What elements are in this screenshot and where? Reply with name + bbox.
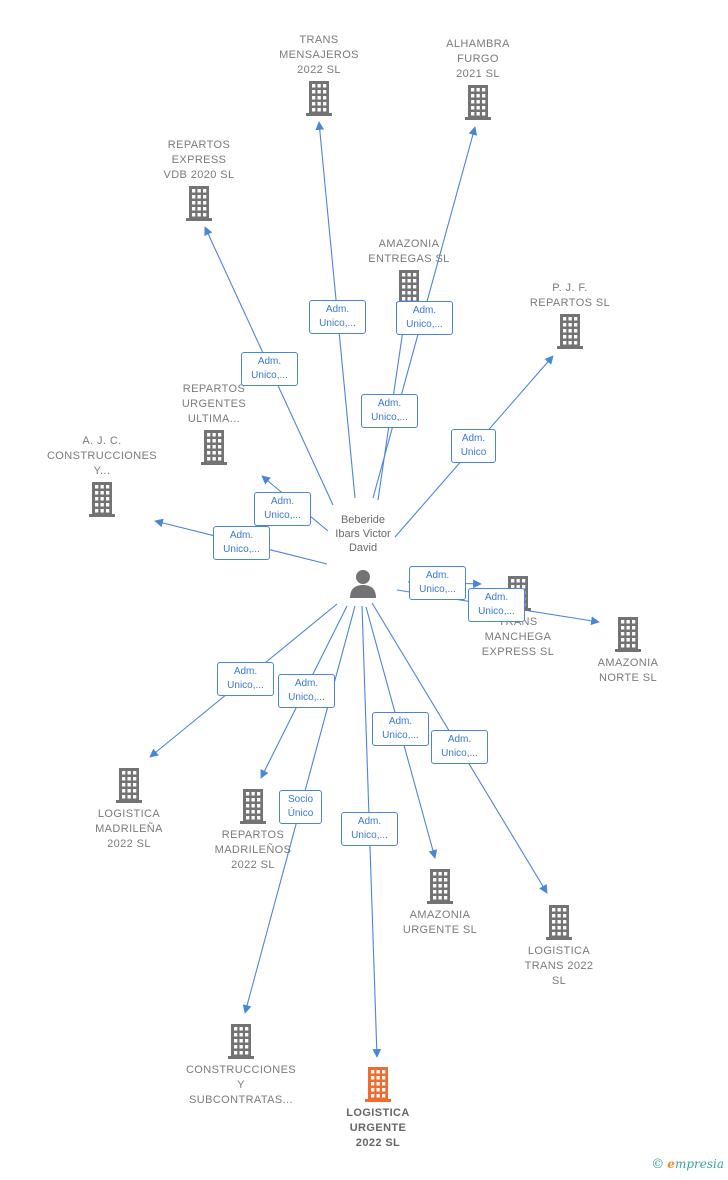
company-name: ALHAMBRA FURGO 2021 SL xyxy=(446,38,510,80)
building-icon xyxy=(306,81,332,116)
building-icon xyxy=(615,617,641,652)
building-icon xyxy=(186,186,212,221)
building-icon xyxy=(201,430,227,465)
company-name: A. J. C. CONSTRUCCIONES Y... xyxy=(46,435,158,477)
company-node-logistica-trans[interactable]: LOGISTICA TRANS 2022 SL xyxy=(489,902,629,989)
edge-label-pjf-repartos[interactable]: Adm. Unico xyxy=(451,429,496,463)
building-icon xyxy=(228,1024,254,1059)
company-node-repartos-express[interactable]: REPARTOS EXPRESS VDB 2020 SL xyxy=(129,138,269,223)
company-name: AMAZONIA NORTE SL xyxy=(597,657,659,684)
building-icon xyxy=(465,85,491,120)
company-name: REPARTOS EXPRESS VDB 2020 SL xyxy=(163,139,235,181)
company-name: CONSTRUCCIONES Y SUBCONTRATAS... xyxy=(185,1064,297,1106)
copyright-icon: © xyxy=(651,1157,665,1172)
company-node-logistica-madrilena[interactable]: LOGISTICA MADRILEÑA 2022 SL xyxy=(59,765,199,852)
company-node-logistica-urgente[interactable]: LOGISTICA URGENTE 2022 SL xyxy=(308,1064,448,1151)
company-name: TRANS MENSAJEROS 2022 SL xyxy=(279,34,359,76)
edge-label-amazonia-norte[interactable]: Adm. Unico,... xyxy=(468,588,525,622)
building-icon xyxy=(396,270,422,305)
company-name: REPARTOS URGENTES ULTIMA... xyxy=(181,383,247,425)
edge-label-logistica-madrilena[interactable]: Adm. Unico,... xyxy=(217,662,274,696)
building-icon xyxy=(365,1067,391,1102)
company-node-construcciones-subcontratas[interactable]: CONSTRUCCIONES Y SUBCONTRATAS... xyxy=(171,1021,311,1108)
edge-label-repartos-express[interactable]: Adm. Unico,... xyxy=(241,352,298,386)
building-icon xyxy=(116,768,142,803)
edge-label-logistica-trans[interactable]: Adm. Unico,... xyxy=(431,730,488,764)
company-node-trans-mensajeros[interactable]: TRANS MENSAJEROS 2022 SL xyxy=(249,33,389,118)
person-name: Beberide Ibars Victor David xyxy=(335,514,391,554)
company-node-alhambra-furgo[interactable]: ALHAMBRA FURGO 2021 SL xyxy=(408,37,548,122)
company-name: LOGISTICA TRANS 2022 SL xyxy=(524,945,594,987)
center-person[interactable]: Beberide Ibars Victor David xyxy=(308,513,418,605)
edge-label-repartos-urgentes[interactable]: Adm. Unico,... xyxy=(254,492,311,526)
company-name: LOGISTICA MADRILEÑA 2022 SL xyxy=(95,808,163,850)
edge-label-trans-mensajeros[interactable]: Adm. Unico,... xyxy=(309,300,366,334)
building-icon xyxy=(427,869,453,904)
building-icon xyxy=(557,314,583,349)
company-name: AMAZONIA ENTREGAS SL xyxy=(368,238,450,265)
company-node-pjf-repartos[interactable]: P. J. F. REPARTOS SL xyxy=(500,281,640,351)
edge-label-alhambra-furgo[interactable]: Adm. Unico,... xyxy=(396,301,453,335)
edge-label-logistica-urgente[interactable]: Adm. Unico,... xyxy=(341,812,398,846)
company-node-repartos-urgentes[interactable]: REPARTOS URGENTES ULTIMA... xyxy=(144,382,284,467)
company-name: P. J. F. REPARTOS SL xyxy=(529,282,611,309)
edge-label-amazonia-entregas[interactable]: Adm. Unico,... xyxy=(361,394,418,428)
empresia-logo[interactable]: ©empresia xyxy=(651,1157,724,1172)
building-icon xyxy=(89,482,115,517)
person-icon xyxy=(350,570,376,598)
edge-label-amazonia-urgente[interactable]: Adm. Unico,... xyxy=(372,712,429,746)
company-node-amazonia-norte[interactable]: AMAZONIA NORTE SL xyxy=(558,614,698,686)
building-icon xyxy=(240,789,266,824)
building-icon xyxy=(546,905,572,940)
edge-label-ajc-construcciones[interactable]: Adm. Unico,... xyxy=(213,526,270,560)
edge-label-trans-manchega[interactable]: Adm. Unico,... xyxy=(409,566,466,600)
company-node-amazonia-urgente[interactable]: AMAZONIA URGENTE SL xyxy=(370,866,510,938)
company-node-ajc-construcciones[interactable]: A. J. C. CONSTRUCCIONES Y... xyxy=(32,434,172,519)
company-name: AMAZONIA URGENTE SL xyxy=(402,909,478,936)
edge-label-construcciones-subcontratas[interactable]: Socio Único xyxy=(279,790,322,824)
company-name: REPARTOS MADRILEÑOS 2022 SL xyxy=(214,829,292,871)
edge-label-repartos-madrilenos[interactable]: Adm. Unico,... xyxy=(278,674,335,708)
company-name: LOGISTICA URGENTE 2022 SL xyxy=(346,1107,410,1149)
company-node-amazonia-entregas[interactable]: AMAZONIA ENTREGAS SL xyxy=(339,237,479,307)
company-node-repartos-madrilenos[interactable]: REPARTOS MADRILEÑOS 2022 SL xyxy=(183,786,323,873)
